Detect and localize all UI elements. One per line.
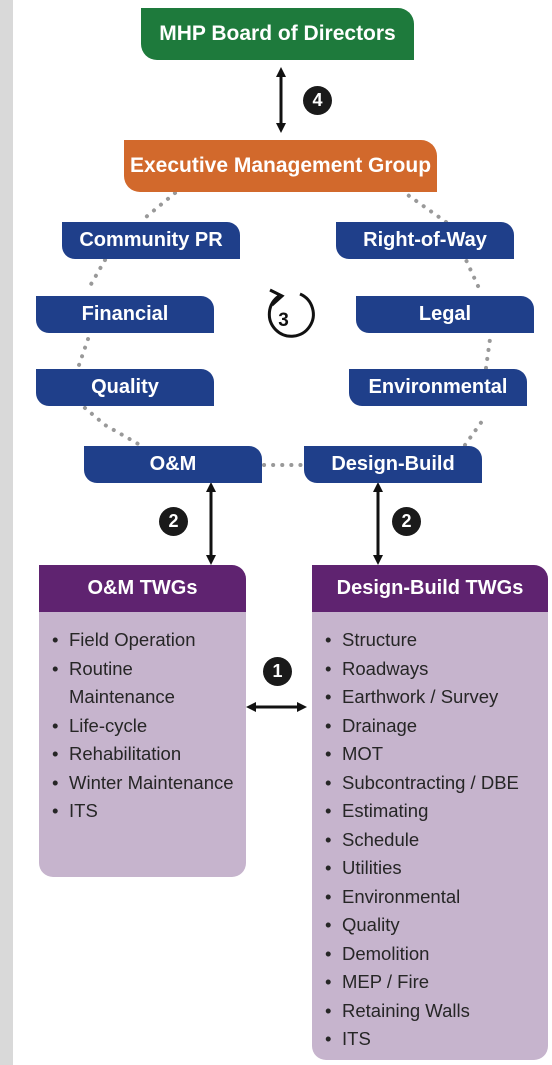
badge-number: 3 [278,309,289,331]
node-label: Right-of-Way [363,229,487,251]
node-financial: Financial [36,296,214,333]
list-item: Quality [312,911,542,940]
list-item: Retaining Walls [312,997,542,1026]
node-quality: Quality [36,369,214,406]
list-item: Demolition [312,940,542,969]
left-margin-bar [0,0,13,1065]
list-item: Routine Maintenance [39,655,238,712]
node-design-build: Design-Build [304,446,482,483]
executive-label: Executive Management Group [129,154,432,177]
badge-number: 2 [168,511,179,531]
node-label: Design-Build [331,453,455,475]
list-item: Subcontracting / DBE [312,769,542,798]
list-item: Structure [312,626,542,655]
node-label: Environmental [368,376,508,398]
executive-management-box: Executive Management Group [124,140,437,192]
node-label: Legal [418,303,472,325]
badge-db-link: 2 [392,507,421,536]
om-twgs-header: O&M TWGs [39,565,246,612]
list-item: Field Operation [39,626,238,655]
node-om: O&M [84,446,262,483]
node-label: Financial [81,303,169,325]
board-of-directors-box: MHP Board of Directors [141,8,414,60]
list-item: Drainage [312,712,542,741]
list-item: Rehabilitation [39,740,238,769]
list-item: Estimating [312,797,542,826]
list-item: Winter Maintenance [39,769,238,798]
db-twgs-list: Structure Roadways Earthwork / Survey Dr… [312,612,548,1060]
list-item: ITS [312,1025,542,1054]
badge-number: 2 [401,511,412,531]
node-label: Community PR [79,229,223,251]
list-item: Life-cycle [39,712,238,741]
badge-om-link: 2 [159,507,188,536]
cycle-dotted-left [76,191,492,467]
badge-number: 4 [312,90,323,110]
list-item: Schedule [312,826,542,855]
node-label: O&M [149,453,197,475]
list-item: Environmental [312,883,542,912]
node-environmental: Environmental [349,369,527,406]
node-label: Quality [91,376,159,398]
list-item: MEP / Fire [312,968,542,997]
list-item: MOT [312,740,542,769]
list-item: ITS [39,797,238,826]
list-item: Earthwork / Survey [312,683,542,712]
board-label: MHP Board of Directors [159,22,396,45]
node-community-pr: Community PR [62,222,240,259]
node-right-of-way: Right-of-Way [336,222,514,259]
node-legal: Legal [356,296,534,333]
om-twgs-list: Field Operation Routine Maintenance Life… [39,612,246,877]
list-item: Utilities [312,854,542,883]
om-twgs-title: O&M TWGs [87,577,198,599]
db-twgs-title: Design-Build TWGs [336,577,524,599]
badge-number: 1 [272,661,283,681]
badge-cycle: 3 [269,306,298,335]
db-twgs-header: Design-Build TWGs [312,565,548,612]
badge-board-exec: 4 [303,86,332,115]
cycle-icon [267,288,315,338]
list-item: Roadways [312,655,542,684]
badge-twg-link: 1 [263,657,292,686]
